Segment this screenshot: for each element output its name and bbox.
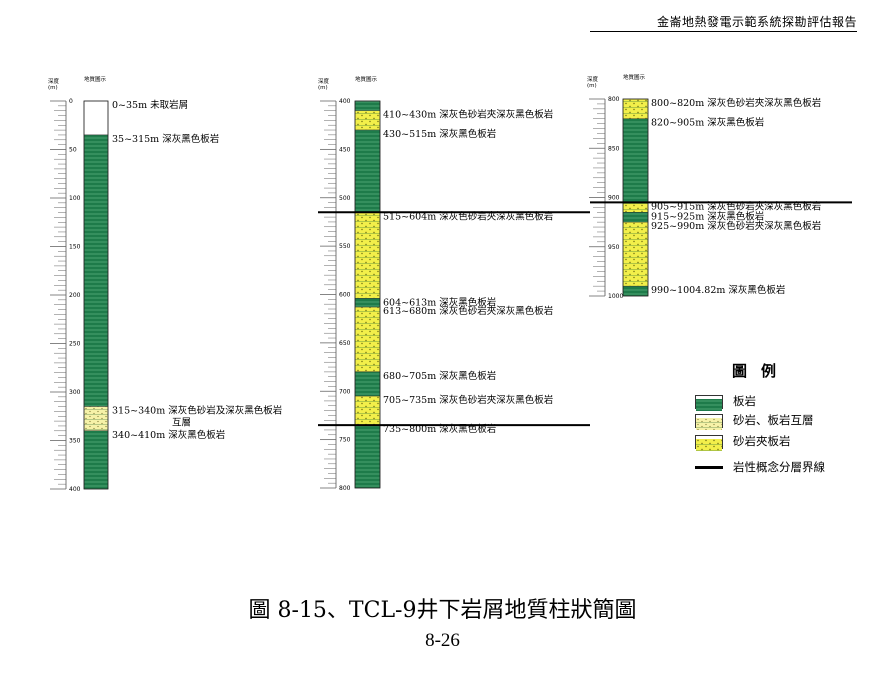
depth-tick-label: 750 [339,437,351,444]
geologic-symbol-label: 地質圖示 [355,75,378,83]
column-outline [622,98,649,297]
depth-tick-label: 250 [69,341,81,348]
layer-slate [622,118,649,203]
layer-sandstone [354,306,381,373]
layer-label: 35~315m 深灰黑色板岩 [112,133,219,145]
layer-label: 430~515m 深灰黑色板岩 [383,128,496,140]
layer-label: 800~820m 深灰色砂岩夾深灰黑色板岩 [651,97,821,109]
layer-label: 613~680m 深灰色砂岩夾深灰黑色板岩 [383,305,553,317]
legend-label: 砂岩夾板岩 [733,434,791,448]
layer-interbed [83,406,109,431]
legend-title: 圖例 [732,362,791,380]
layer-slate [622,212,649,223]
depth-tick-label: 100 [69,195,81,202]
layer-label: 315~340m 深灰色砂岩及深灰黑色板岩互層 [112,405,282,429]
legend-label: 砂岩、板岩互層 [733,413,814,427]
geologic-symbol-label: 地質圖示 [84,75,107,83]
layer-label: 340~410m 深灰黑色板岩 [112,429,225,441]
layer-label: 705~735m 深灰色砂岩夾深灰黑色板岩 [383,394,553,406]
legend-swatch-boundary [695,466,723,469]
layer-sandstone [622,202,649,213]
legend-label: 岩性概念分層界線 [733,460,825,474]
depth-tick-label: 150 [69,244,81,251]
layer-slate [354,298,381,308]
layer-slate [354,371,381,397]
legend-swatch-pattern [696,399,722,411]
depth-tick-label: 800 [608,96,620,103]
layer-label: 925~990m 深灰色砂岩夾深灰黑色板岩 [651,220,821,232]
depth-tick-label: 800 [339,485,351,492]
layer-label: 604~613m 深灰黑色板岩 [383,296,496,308]
page-number: 8-26 [425,630,460,651]
depth-tick-label: 600 [339,292,351,299]
depth-axis-label: 深度(m) [587,75,599,89]
depth-tick-label: 850 [608,145,620,152]
layer-slate [354,129,381,213]
log-column-2: 深度(m) 地質圖示 400 450 500 550 600 650 700 750 800 410~… [318,75,590,492]
depth-tick-label: 400 [69,486,81,493]
depth-tick-label: 950 [608,244,620,251]
layer-sandstone [354,212,381,299]
depth-tick-label: 900 [608,195,620,202]
layer-sandstone [354,395,381,426]
depth-tick-label: 300 [69,389,81,396]
depth-tick-label: 400 [339,98,351,105]
layer-label: 820~905m 深灰黑色板岩 [651,117,764,129]
depth-tick-label: 650 [339,340,351,347]
layer-slate [354,100,381,111]
figure-caption: 圖 8-15、TCL-9井下岩屑地質柱狀簡圖 [248,598,637,623]
layer-sandstone [354,110,381,131]
depth-tick-label: 700 [339,388,351,395]
legend-swatch-sandstone [695,435,723,451]
column-outline [354,100,381,489]
layer-label: 915~925m 深灰黑色板岩 [651,210,764,222]
log-column-3: 深度(m) 地質圖示 800 850 900 950 1000 800~820m 深灰色砂岩夾… [587,73,852,300]
layer-none [83,100,109,136]
depth-axis-label: 深度(m) [318,77,330,91]
layer-label: 990~1004.82m 深灰黑色板岩 [651,284,785,296]
geologic-symbol-label: 地質圖示 [623,73,646,81]
depth-tick-label: 50 [69,147,77,154]
layer-slate [354,424,381,489]
layer-sandstone [622,98,649,119]
column-outline [83,100,109,490]
legend-swatch-pattern [696,439,722,451]
legend-label: 板岩 [733,394,756,408]
depth-tick-label: 500 [339,195,351,202]
layer-slate [83,134,109,407]
layer-label: 680~705m 深灰黑色板岩 [383,370,496,382]
legend-swatch-interbed [695,414,723,430]
legend-swatch-pattern [696,418,722,430]
report-header: 金崙地熱發電示範系統探勘評估報告 [656,15,857,29]
depth-tick-label: 550 [339,243,351,250]
layer-label: 0~35m 未取岩屑 [112,99,188,111]
depth-tick-label: 350 [69,438,81,445]
depth-tick-label: 200 [69,292,81,299]
layer-slate [83,430,109,490]
depth-tick-label: 1000 [608,293,623,300]
depth-tick-label: 450 [339,146,351,153]
depth-axis-label: 深度(m) [48,77,60,91]
layer-label: 410~430m 深灰色砂岩夾深灰黑色板岩 [383,109,553,121]
depth-tick-label: 0 [69,98,73,105]
header-underline [590,31,857,32]
layer-slate [622,285,649,297]
log-column-1: 深度(m) 地質圖示 0 50 100 150 200 250 300 350 400 0~35m 未… [48,75,282,493]
legend-swatch-slate [695,395,723,411]
layer-sandstone [622,221,649,287]
